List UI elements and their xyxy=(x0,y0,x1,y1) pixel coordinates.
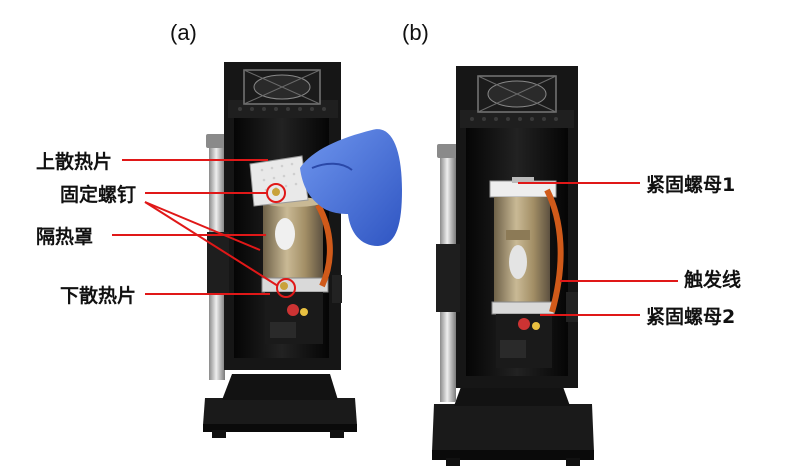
label-lock-nut-1: 紧固螺母1 xyxy=(646,174,736,196)
base-a xyxy=(203,398,357,425)
panel-label-b: (b) xyxy=(402,20,429,45)
upper-heatsink-a xyxy=(249,155,309,207)
hose-a xyxy=(315,203,333,288)
callout-lines-a xyxy=(112,159,296,298)
panel-label-a: (a) xyxy=(170,20,197,45)
label-trigger-wire: 触发线 xyxy=(684,269,742,291)
trigger-hose-b xyxy=(544,188,564,313)
label-lock-nut-2: 紧固螺母2 xyxy=(646,306,736,328)
apparatus-a xyxy=(203,62,402,438)
label-upper-heatsink: 上散热片 xyxy=(36,151,113,173)
callout-lines-b xyxy=(518,182,678,316)
label-heat-shield: 隔热罩 xyxy=(36,226,94,248)
glove-a xyxy=(300,129,402,246)
label-lower-heatsink: 下散热片 xyxy=(60,285,137,307)
label-fixing-screw: 固定螺钉 xyxy=(60,184,137,206)
base-b xyxy=(432,404,594,452)
apparatus-b xyxy=(432,66,594,466)
